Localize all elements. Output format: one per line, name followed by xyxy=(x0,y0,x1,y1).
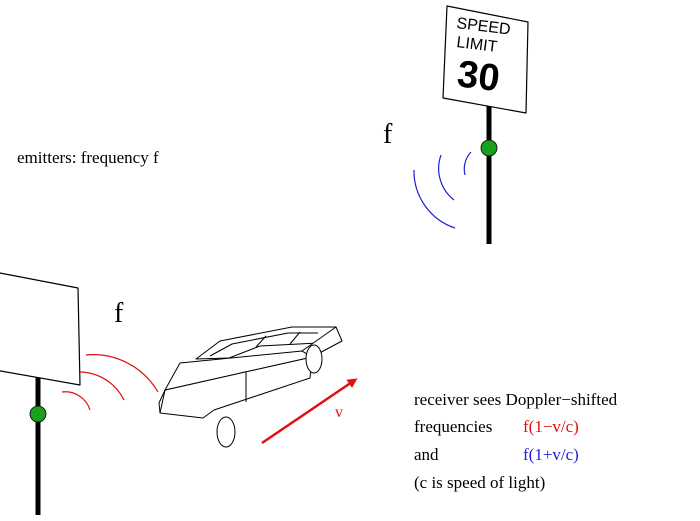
velocity-label: v xyxy=(335,404,343,421)
sign-text-limit: LIMIT xyxy=(456,34,499,56)
car-rear-wheel xyxy=(305,344,323,374)
car-wireframe xyxy=(158,326,343,448)
bottom-emitter-dot xyxy=(29,405,47,423)
bottom-wave-3 xyxy=(85,354,159,393)
bottom-sign-board xyxy=(0,272,81,386)
speed-limit-sign-group: SPEED LIMIT 30 xyxy=(442,5,529,244)
velocity-arrow xyxy=(261,378,358,445)
caption-line-4: (c is speed of light) xyxy=(414,473,545,492)
top-emitter-frequency-label: f xyxy=(383,119,393,150)
bottom-wave-1 xyxy=(61,391,91,411)
sign-text-speed: SPEED xyxy=(456,15,512,38)
caption: receiver sees Doppler−shifted frequencie… xyxy=(414,390,618,492)
car-pillar-1 xyxy=(255,335,267,348)
caption-formula-redshift: f(1−v/c) xyxy=(523,417,579,436)
caption-formula-blueshift: f(1+v/c) xyxy=(523,445,579,464)
caption-line-3: and xyxy=(414,445,439,464)
top-wave-3 xyxy=(413,169,456,229)
sign-text-number: 30 xyxy=(455,53,502,100)
car-front-wheel xyxy=(216,416,236,448)
top-emitter-dot xyxy=(480,139,498,157)
bottom-emitter-group xyxy=(0,272,81,515)
emitters-label: emitters: frequency f xyxy=(17,148,159,167)
car-window-line xyxy=(209,332,318,357)
top-emitter-waves xyxy=(413,151,472,229)
speed-limit-sign xyxy=(442,5,529,114)
bottom-emitter-waves xyxy=(61,354,159,411)
caption-line-2: frequencies xyxy=(414,417,492,436)
car-front xyxy=(158,389,166,414)
car-pillar-2 xyxy=(289,331,301,345)
top-wave-2 xyxy=(438,154,455,201)
caption-line-1: receiver sees Doppler−shifted xyxy=(414,390,618,409)
top-wave-1 xyxy=(463,151,472,176)
bottom-wave-2 xyxy=(79,371,125,401)
bottom-emitter-frequency-label: f xyxy=(114,298,124,329)
